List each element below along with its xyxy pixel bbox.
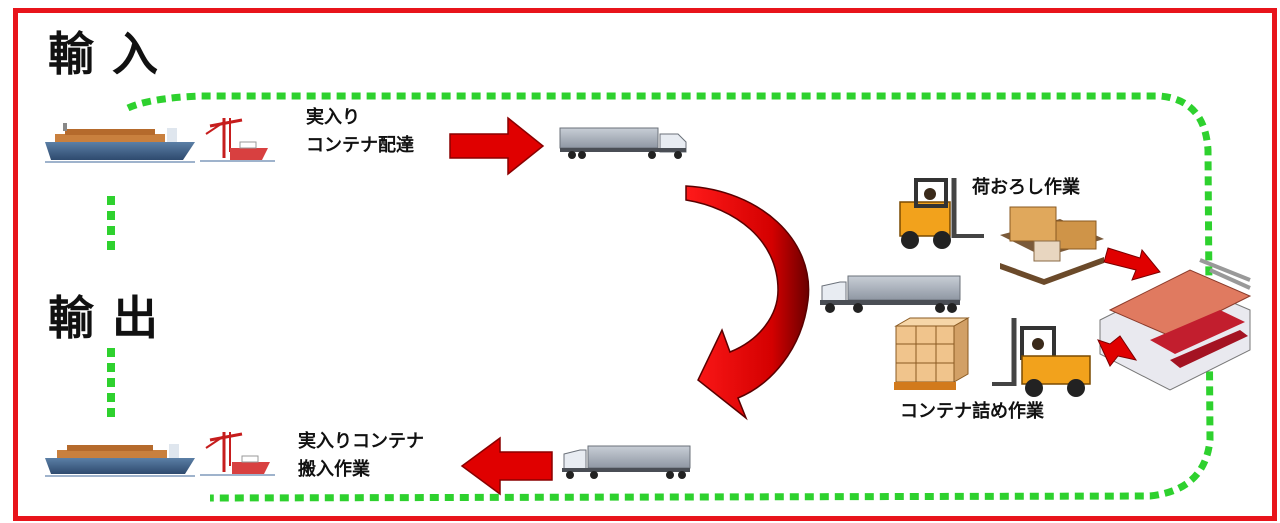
curved-arrow xyxy=(685,185,810,421)
forklift-icon xyxy=(899,178,984,249)
container-truck-icon xyxy=(559,127,687,159)
export-carry-in-label-line2: 搬入作業 xyxy=(298,459,370,480)
unloading-label: 荷おろし作業 xyxy=(972,177,1080,198)
forklift-icon xyxy=(992,318,1091,397)
export-section-title: 輸出 xyxy=(48,291,176,345)
container-ship-icon xyxy=(45,444,195,477)
warehouse-icon xyxy=(1099,258,1252,391)
gantry-crane-icon xyxy=(200,118,275,162)
container-ship-icon xyxy=(45,123,195,163)
container-truck-icon xyxy=(562,445,691,479)
import-section-title: 輸入 xyxy=(48,27,176,81)
cargo-boxes-icon xyxy=(1000,206,1104,285)
arrow-stuffing xyxy=(1097,335,1138,367)
import-delivery-label-line2: コンテナ配達 xyxy=(306,135,414,156)
loop-path xyxy=(126,92,1214,502)
arrow-to-truck xyxy=(449,116,545,176)
arrow-unload xyxy=(1103,247,1161,281)
cargo-boxes-icon xyxy=(894,317,970,390)
stuffing-label: コンテナ詰め作業 xyxy=(900,401,1044,422)
export-carry-in-label-line1: 実入りコンテナ xyxy=(298,431,424,452)
arrow-to-ship xyxy=(460,436,553,496)
container-truck-icon xyxy=(820,275,961,313)
import-delivery-label-line1: 実入り xyxy=(306,107,360,128)
outer-frame xyxy=(13,8,1277,521)
gantry-crane-icon xyxy=(200,432,275,476)
